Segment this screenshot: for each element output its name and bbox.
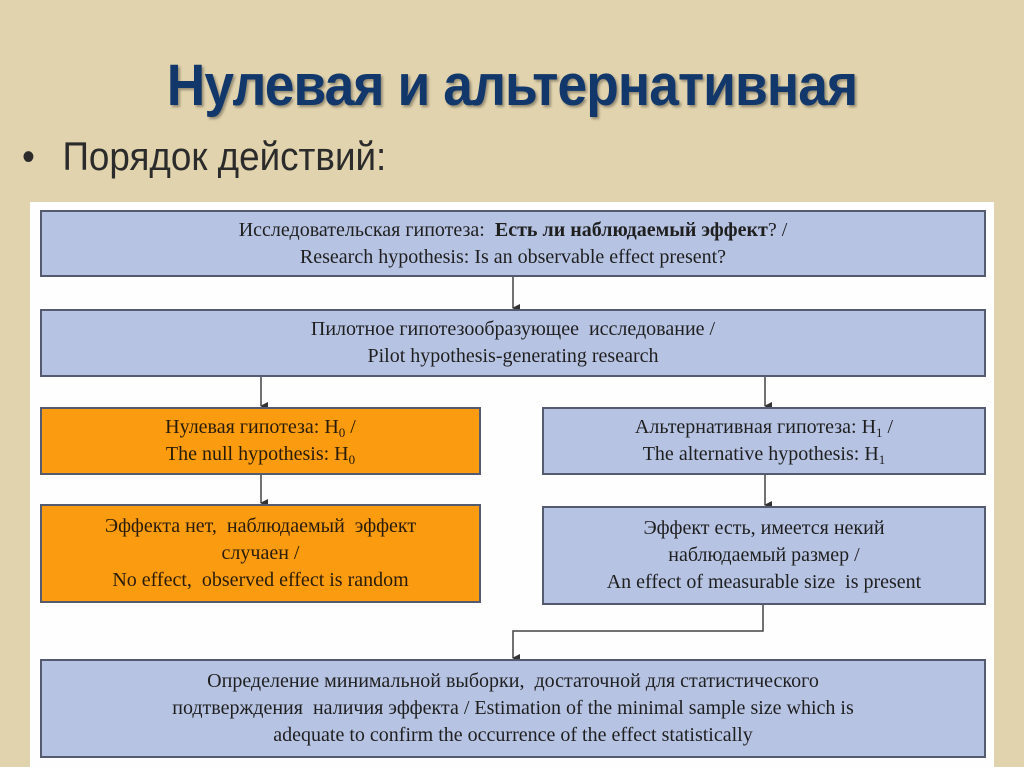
pilot-line1: Пилотное гипотезообразующее исследование… — [310, 318, 716, 340]
effect-line1: Эффект есть, имеется некий — [643, 517, 885, 539]
bullet-marker: • — [22, 135, 35, 179]
sample-line3: adequate to confirm the occurrence of th… — [273, 724, 753, 746]
research-line1: Исследовательская гипотеза: Есть ли набл… — [239, 217, 788, 244]
pilot-research-box: Пилотное гипотезообразующее исследование… — [40, 309, 986, 377]
research-line2: Research hypothesis: Is an observable ef… — [299, 245, 727, 268]
no-effect-line2: случаен / — [221, 542, 300, 564]
sample-line2: подтверждения наличия эффекта / Estimati… — [172, 697, 854, 719]
null-line2: The null hypothesis: H0 — [166, 441, 355, 468]
subscript: 0 — [348, 452, 356, 467]
alternative-hypothesis-box: Альтернативная гипотеза: H1 / The altern… — [542, 407, 986, 475]
separator: / — [882, 416, 894, 438]
pilot-line2: Pilot hypothesis-generating research — [367, 345, 659, 367]
alt-line2: The alternative hypothesis: H1 — [643, 441, 886, 468]
bullet-text: Порядок действий: — [62, 135, 387, 179]
subscript: 0 — [338, 425, 346, 440]
research-question: Есть ли наблюдаемый эффект — [494, 218, 768, 241]
effect-line2: наблюдаемый размер / — [668, 544, 860, 566]
alt-line1: Альтернативная гипотеза: H1 / — [635, 414, 893, 441]
sample-size-box: Определение минимальной выборки, достато… — [40, 659, 986, 758]
research-hypothesis-box: Исследовательская гипотеза: Есть ли набл… — [40, 210, 986, 277]
null-label-en: The null hypothesis: H — [165, 443, 349, 465]
subscript: 1 — [878, 452, 886, 467]
alt-label-ru: Альтернативная гипотеза: H — [634, 416, 877, 438]
research-label: Исследовательская гипотеза: — [238, 218, 495, 241]
alt-label-en: The alternative hypothesis: H — [642, 443, 879, 465]
null-hypothesis-box: Нулевая гипотеза: H0 / The null hypothes… — [40, 407, 481, 475]
null-line1: Нулевая гипотеза: H0 / — [165, 414, 356, 441]
subscript: 1 — [876, 425, 883, 440]
separator: / — [345, 416, 356, 438]
effect-line3: An effect of measurable size is present — [606, 571, 922, 593]
null-label-ru: Нулевая гипотеза: H — [165, 416, 339, 438]
slide-title: Нулевая и альтернативная — [166, 53, 858, 118]
research-suffix: ? / — [767, 218, 788, 241]
no-effect-line1: Эффекта нет, наблюдаемый эффект — [104, 515, 417, 537]
effect-present-box: Эффект есть, имеется некий наблюдаемый р… — [542, 506, 986, 605]
no-effect-box: Эффекта нет, наблюдаемый эффект случаен … — [40, 504, 481, 603]
no-effect-line3: No effect, observed effect is random — [112, 569, 409, 591]
sample-line1: Определение минимальной выборки, достато… — [207, 670, 819, 692]
bullet-item: • Порядок действий: — [22, 135, 386, 180]
